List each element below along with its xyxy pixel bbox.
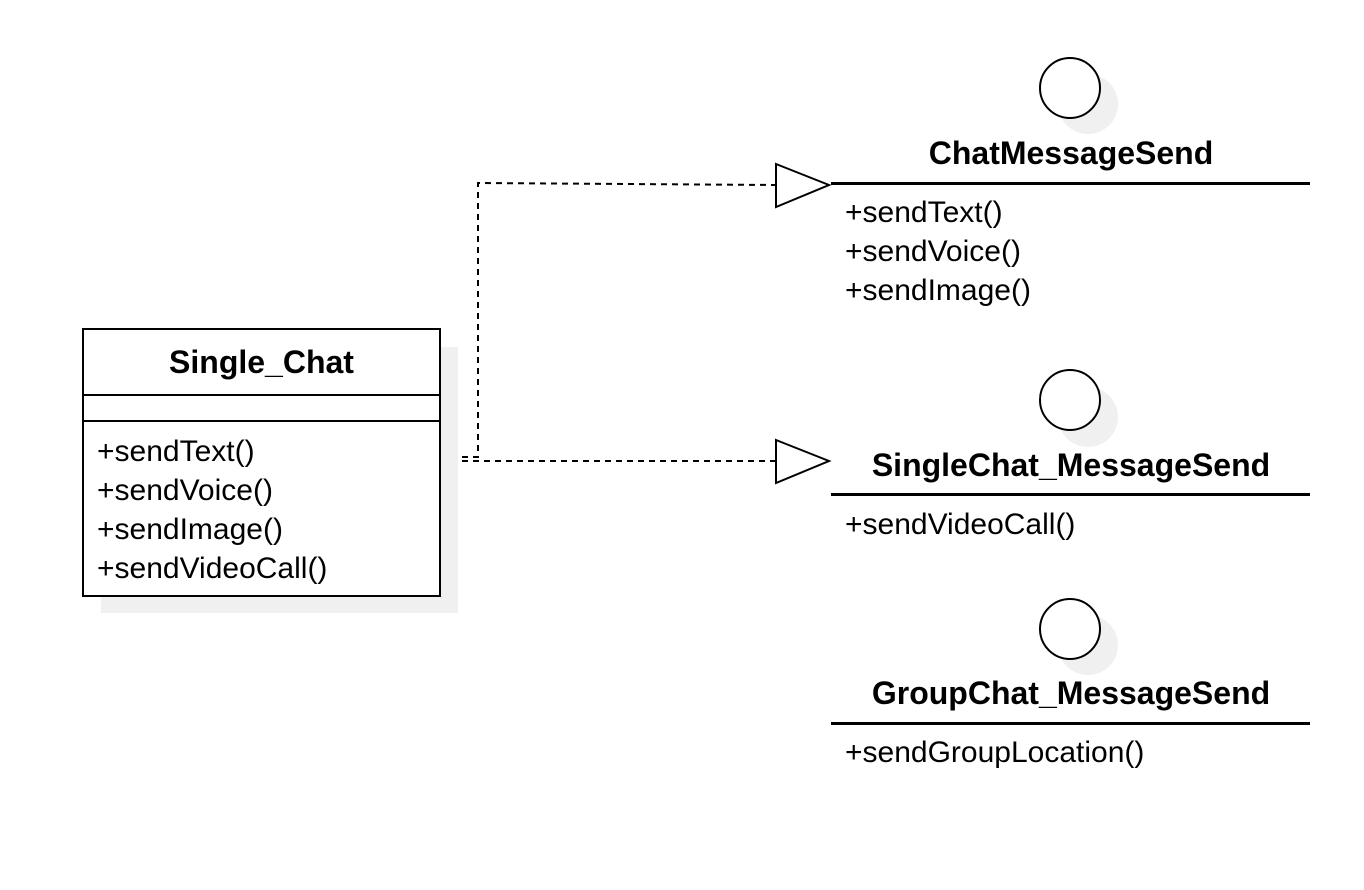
interface-operations-chatmessagesend: +sendText() +sendVoice() +sendImage() xyxy=(845,193,1031,310)
class-operation: +sendText() xyxy=(97,435,255,468)
interface-operation: +sendGroupLocation() xyxy=(845,736,1145,769)
interface-operation: +sendVideoCall() xyxy=(845,508,1076,541)
interface-name-groupchat-messagesend[interactable]: GroupChat_MessageSend xyxy=(871,675,1271,711)
interface-name-singlechat-messagesend[interactable]: SingleChat_MessageSend xyxy=(871,447,1271,483)
class-box-single-chat[interactable]: Single_Chat +sendText() +sendVoice() +se… xyxy=(82,328,441,597)
interface-operations-groupchat-messagesend: +sendGroupLocation() xyxy=(845,733,1144,772)
interface-divider xyxy=(831,722,1310,725)
interface-divider xyxy=(831,493,1310,496)
interface-circle-groupchat-messagesend xyxy=(1039,598,1101,660)
class-operation: +sendImage() xyxy=(97,513,283,546)
realization-arrowhead-chatmessagesend xyxy=(775,162,832,209)
interface-operations-singlechat-messagesend: +sendVideoCall() xyxy=(845,505,1075,544)
interface-circle-chatmessagesend xyxy=(1039,57,1101,119)
realization-line-chatmessagesend xyxy=(440,181,777,458)
interface-circle-singlechat-messagesend xyxy=(1039,369,1101,431)
class-operation: +sendVideoCall() xyxy=(97,552,328,585)
interface-divider xyxy=(831,182,1310,185)
class-operation: +sendVoice() xyxy=(97,474,273,507)
class-operations-compartment: +sendText() +sendVoice() +sendImage() +s… xyxy=(84,422,439,588)
interface-operation: +sendText() xyxy=(845,196,1003,229)
interface-operation: +sendVoice() xyxy=(845,235,1021,268)
class-attributes-compartment xyxy=(84,396,439,422)
interface-operation: +sendImage() xyxy=(845,274,1031,307)
realization-arrowhead-singlechat-messagesend xyxy=(775,438,832,485)
class-name: Single_Chat xyxy=(84,330,439,396)
interface-name-chatmessagesend[interactable]: ChatMessageSend xyxy=(928,135,1214,171)
